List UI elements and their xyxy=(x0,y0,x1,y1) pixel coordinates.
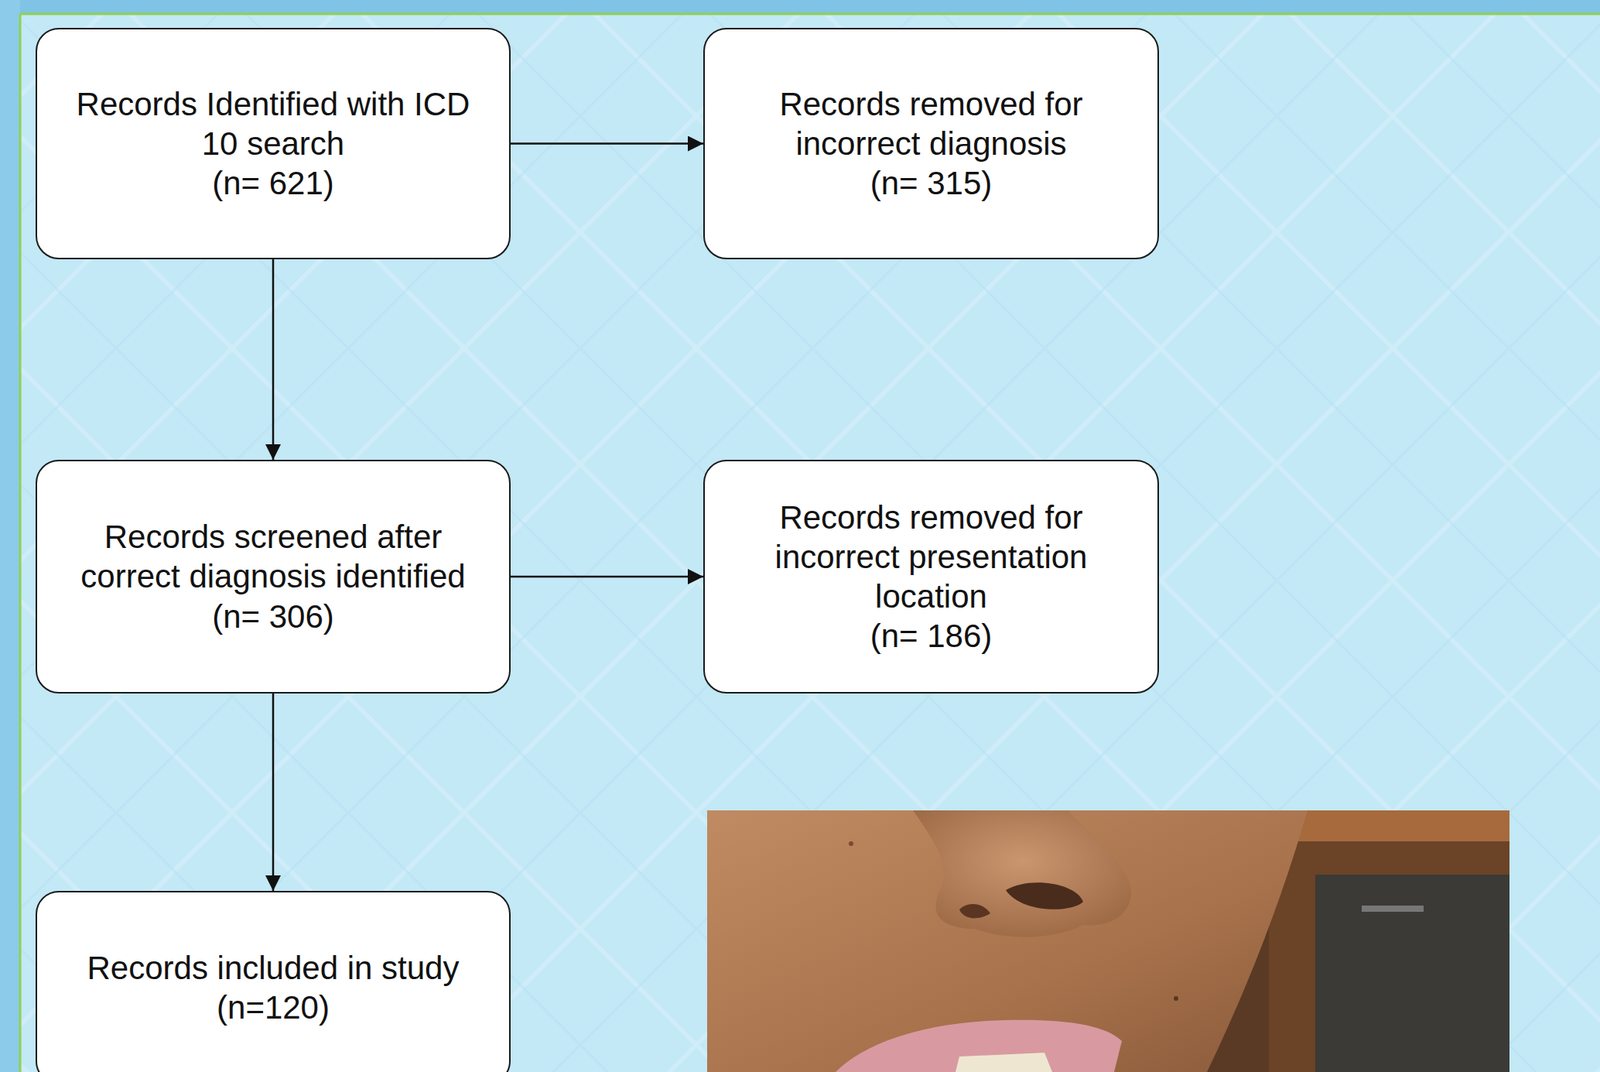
skin-spot xyxy=(1173,995,1179,1001)
box-text: Records removed for incorrect presentati… xyxy=(724,497,1138,617)
flow-arrow xyxy=(272,259,275,460)
box-text: (n= 186) xyxy=(870,615,993,656)
photo-backdrop xyxy=(707,810,1510,1072)
box-text: (n= 306) xyxy=(211,596,335,636)
teeth xyxy=(955,1052,1053,1072)
equipment-label xyxy=(1361,905,1424,912)
lip xyxy=(835,1019,1122,1072)
flow-arrow xyxy=(272,693,275,891)
frame-line xyxy=(19,13,22,1072)
process-box: Records included in study(n=120) xyxy=(35,890,511,1072)
flow-arrow xyxy=(510,575,704,578)
nostril xyxy=(1005,882,1084,910)
process-box: Records removed for incorrect presentati… xyxy=(703,459,1159,694)
box-text: Records removed for incorrect diagnosis xyxy=(724,84,1138,164)
process-box: Records screened after correct diagnosis… xyxy=(35,459,511,694)
box-text: Records Identified with ICD 10 search xyxy=(57,84,489,164)
top-band xyxy=(0,0,1600,14)
box-text: (n= 315) xyxy=(870,163,993,203)
box-text: Records included in study xyxy=(87,947,460,988)
face xyxy=(707,810,1308,1072)
box-text: Records screened after correct diagnosis… xyxy=(57,516,489,596)
box-text: (n=120) xyxy=(216,987,330,1027)
process-box: Records Identified with ICD 10 search(n=… xyxy=(35,27,511,260)
cabinet xyxy=(1268,810,1510,1072)
box-text: (n= 621) xyxy=(211,163,335,203)
process-box: Records removed for incorrect diagnosis(… xyxy=(703,27,1159,260)
nostril xyxy=(959,903,991,918)
equipment xyxy=(1315,874,1510,1072)
skin-spot xyxy=(848,841,854,846)
nose xyxy=(912,810,1132,937)
frame-line xyxy=(20,13,1600,16)
left-band xyxy=(0,0,21,1072)
flow-arrow xyxy=(510,142,704,145)
